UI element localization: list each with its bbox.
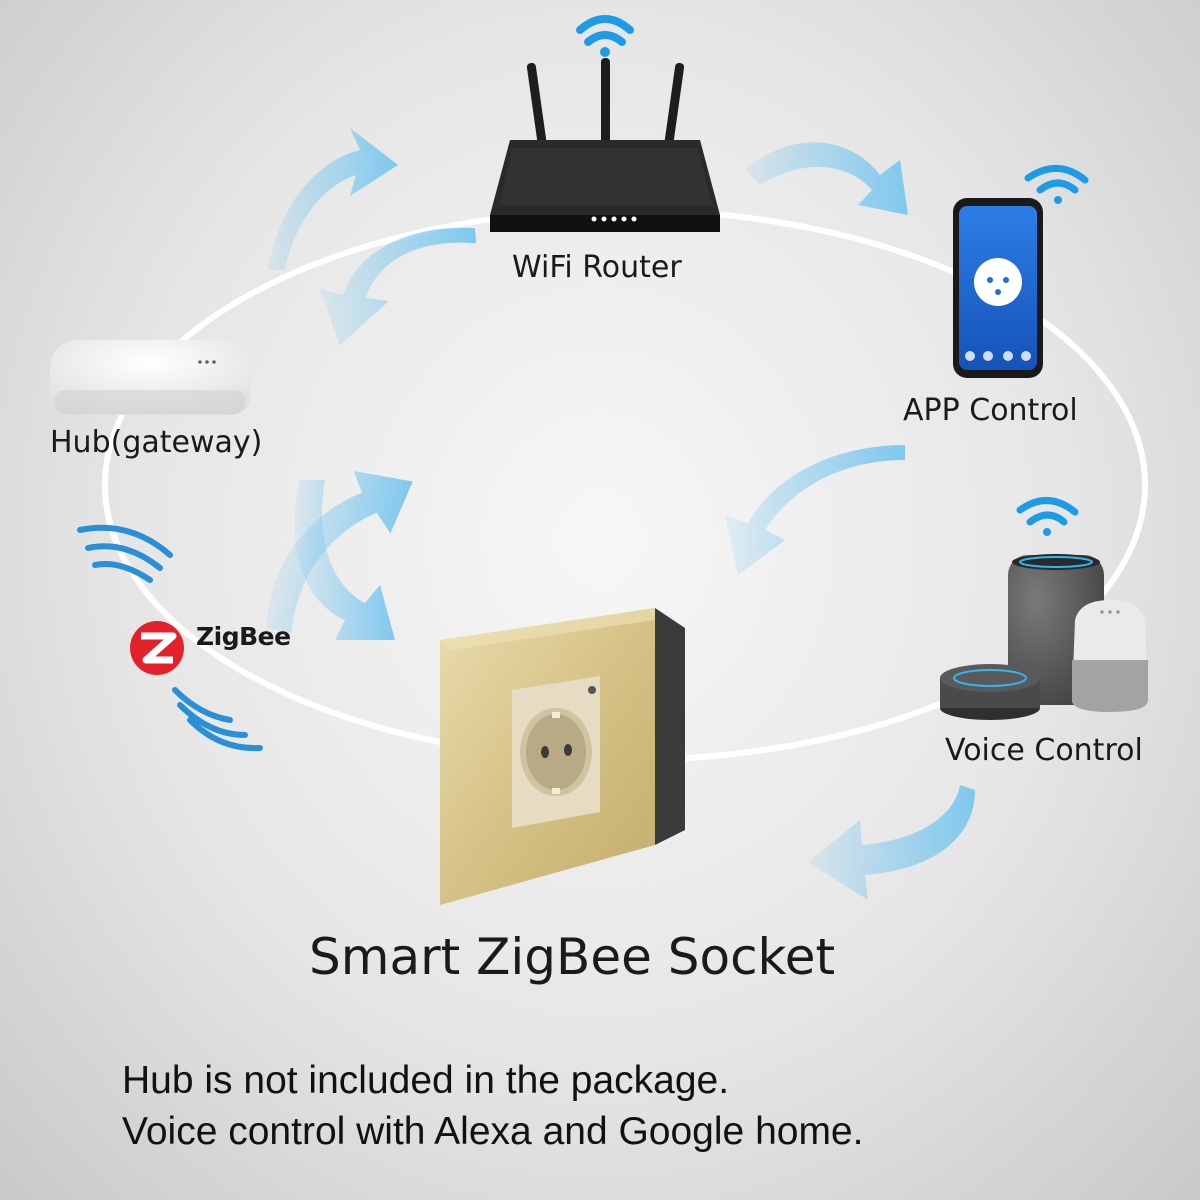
hub-label: Hub(gateway) bbox=[50, 425, 263, 460]
flow-arrow-icon bbox=[745, 142, 908, 215]
flow-arrow-icon bbox=[725, 445, 905, 575]
flow-arrow-icon bbox=[267, 471, 413, 633]
router-icon bbox=[490, 58, 720, 232]
flow-arrow-icon bbox=[808, 785, 975, 900]
flow-arrow-icon bbox=[319, 227, 477, 346]
phone-icon bbox=[953, 198, 1043, 378]
hub-icon bbox=[50, 340, 250, 415]
zigbee-logo-icon bbox=[130, 621, 184, 675]
flow-arrow-icon bbox=[294, 480, 395, 640]
app-control-label: APP Control bbox=[903, 393, 1078, 428]
wifi-icon bbox=[576, 15, 634, 57]
smart-speaker-icon bbox=[940, 664, 1040, 720]
note-voice-control: Voice control with Alexa and Google home… bbox=[122, 1110, 864, 1153]
wifi-icon bbox=[1016, 497, 1079, 536]
socket-icon bbox=[440, 608, 685, 905]
smart-speaker-icon bbox=[1072, 600, 1148, 712]
zigbee-wave-icon bbox=[77, 524, 263, 752]
flow-arrow-icon bbox=[268, 128, 398, 270]
wifi-icon bbox=[1024, 165, 1089, 204]
zigbee-logo-text: ZigBee bbox=[196, 622, 291, 651]
router-label: WiFi Router bbox=[512, 250, 682, 285]
voice-control-label: Voice Control bbox=[945, 733, 1143, 768]
note-hub-not-included: Hub is not included in the package. bbox=[122, 1059, 730, 1102]
page-title: Smart ZigBee Socket bbox=[309, 928, 836, 986]
